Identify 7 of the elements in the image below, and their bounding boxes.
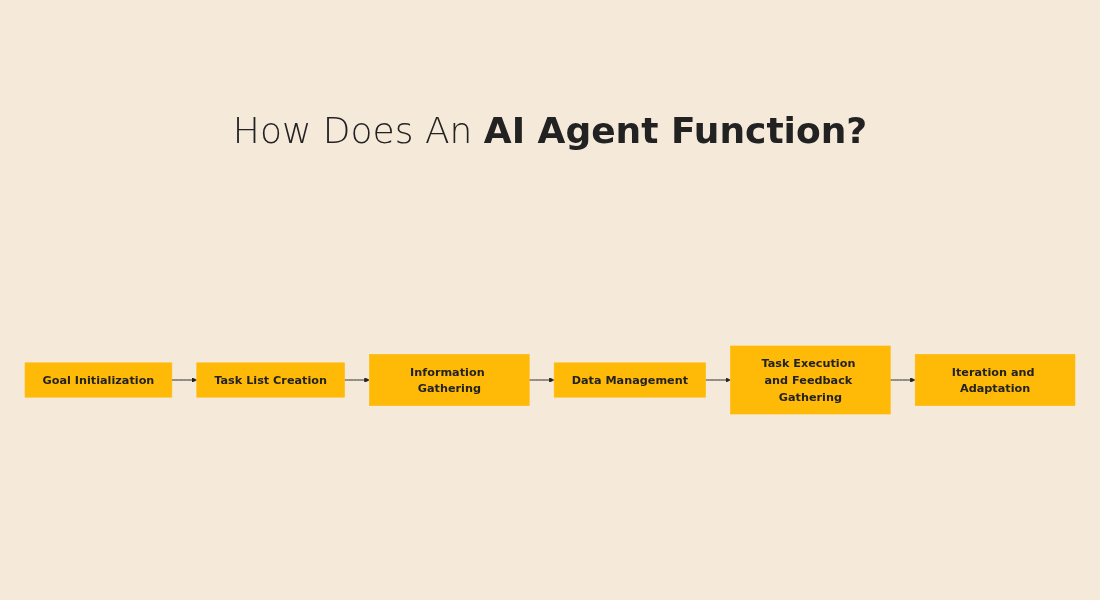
node-box: Task List Creation: [196, 362, 345, 398]
node-box: Task Execution and Feedback Gathering: [730, 345, 891, 415]
node-box: Data Management: [553, 362, 706, 398]
node-box: Goal Initialization: [24, 362, 173, 398]
title: How Does An AI Agent Function?: [231, 110, 869, 151]
node-box: Information Gathering: [369, 354, 530, 406]
node-box: Iteration and Adaptation: [914, 354, 1076, 406]
